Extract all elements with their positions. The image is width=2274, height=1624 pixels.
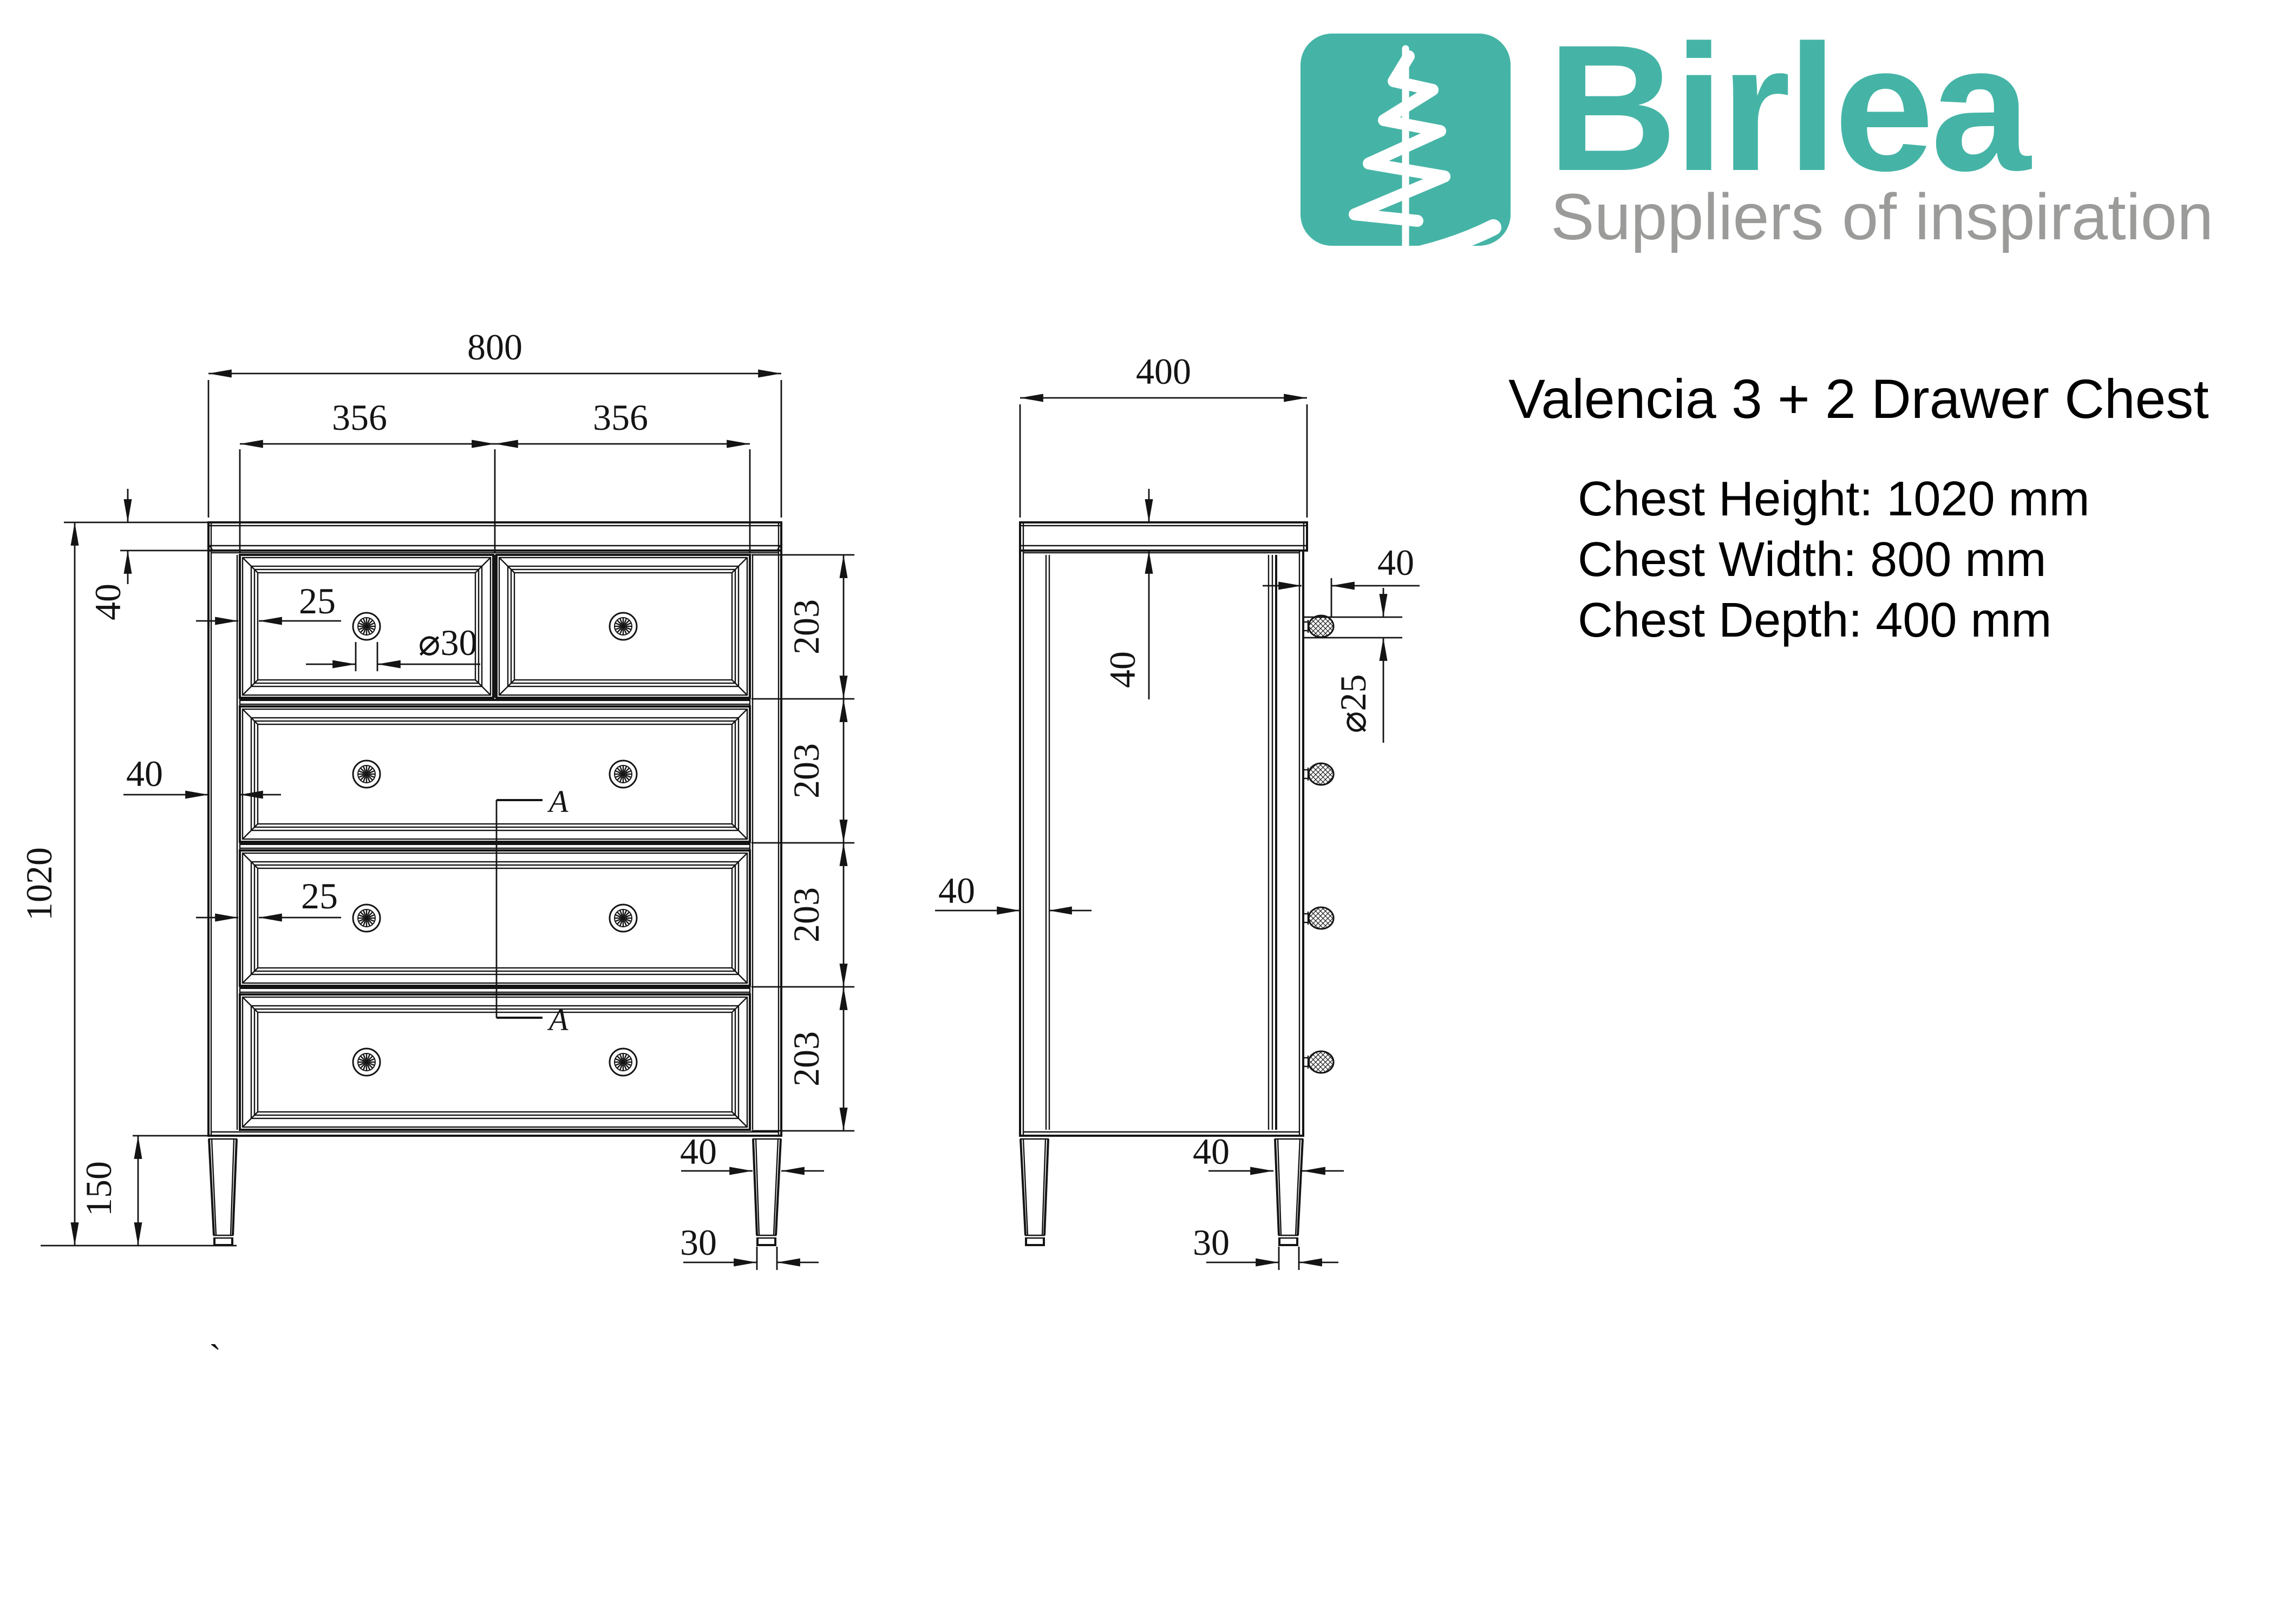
section-label-top: A bbox=[547, 784, 568, 819]
dim-border-large-drawer: 25 bbox=[301, 875, 338, 916]
stray-tick-mark: ` bbox=[209, 1337, 221, 1378]
product-title: Valencia 3 + 2 Drawer Chest bbox=[1508, 368, 2209, 430]
dim-leg-top-width-side: 40 bbox=[1193, 1131, 1230, 1172]
brand-tagline: Suppliers of inspiration bbox=[1551, 180, 2213, 253]
dim-knob-diameter-front: ⌀30 bbox=[419, 622, 478, 663]
dim-overall-width: 800 bbox=[467, 326, 522, 368]
dim-leg-top-width-front: 40 bbox=[680, 1131, 717, 1172]
dim-knob-diameter-side: ⌀25 bbox=[1332, 675, 1374, 734]
dim-knob-projection: 40 bbox=[1377, 542, 1414, 583]
dim-top-thickness-side: 40 bbox=[1102, 651, 1143, 688]
product-info: Valencia 3 + 2 Drawer Chest Chest Height… bbox=[1508, 368, 2209, 647]
section-markers: A A ` bbox=[209, 784, 568, 1378]
dim-border-small-drawer: 25 bbox=[299, 580, 336, 621]
dim-drawer-height-4: 203 bbox=[786, 1031, 827, 1086]
brand-name: Birlea bbox=[1547, 8, 2032, 208]
dim-leg-bottom-width-side: 30 bbox=[1193, 1222, 1230, 1263]
dim-drawer-width-left: 356 bbox=[332, 397, 387, 438]
dim-top-thickness: 40 bbox=[87, 584, 128, 620]
dim-drawer-height-1: 203 bbox=[786, 599, 827, 654]
spec-height: Chest Height: 1020 mm bbox=[1578, 472, 2089, 526]
dim-drawer-width-right: 356 bbox=[593, 397, 648, 438]
dim-drawer-height-2: 203 bbox=[786, 743, 827, 798]
spec-depth: Chest Depth: 400 mm bbox=[1578, 593, 2051, 647]
dim-side-frame: 40 bbox=[126, 753, 163, 794]
front-view-dimensions: 800 356 356 1020 40 40 25 ⌀30 25 203 203… bbox=[18, 326, 827, 1263]
dim-back-frame: 40 bbox=[938, 870, 975, 911]
spec-width: Chest Width: 800 mm bbox=[1578, 533, 2046, 587]
dim-leg-bottom-width-front: 30 bbox=[680, 1222, 717, 1263]
scribble-tree-icon bbox=[1300, 45, 1501, 284]
section-label-bottom: A bbox=[547, 1002, 568, 1037]
front-and-side-view-linework bbox=[41, 369, 1420, 1270]
dim-overall-depth: 400 bbox=[1136, 351, 1191, 392]
dim-drawer-height-3: 203 bbox=[786, 887, 827, 942]
dim-leg-height: 150 bbox=[78, 1161, 119, 1216]
birlea-logo: Birlea Suppliers of inspiration bbox=[1300, 8, 2213, 284]
side-view-dimensions: 400 40 40 ⌀25 40 40 30 bbox=[938, 351, 1414, 1263]
dim-overall-height: 1020 bbox=[18, 847, 60, 921]
